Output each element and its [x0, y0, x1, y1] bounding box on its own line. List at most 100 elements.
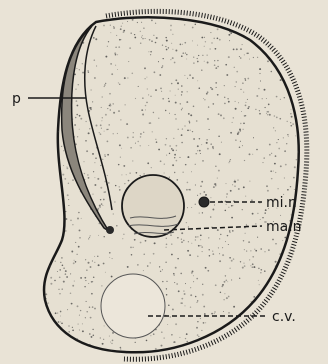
stipple-dot: [123, 234, 124, 235]
stipple-dot: [258, 88, 260, 90]
stipple-dot: [166, 288, 167, 289]
stipple-dot: [45, 69, 46, 70]
stipple-dot: [195, 184, 196, 185]
stipple-dot: [234, 181, 236, 183]
stipple-dot: [239, 278, 240, 279]
stipple-dot: [264, 89, 266, 91]
stipple-dot: [243, 129, 244, 130]
stipple-dot: [266, 98, 267, 99]
stipple-dot: [91, 281, 92, 282]
stipple-dot: [228, 296, 230, 298]
stipple-dot: [287, 12, 288, 13]
stipple-dot: [291, 272, 292, 273]
stipple-dot: [189, 254, 191, 256]
stipple-dot: [60, 316, 61, 317]
stipple-dot: [233, 49, 235, 51]
stipple-dot: [287, 345, 288, 346]
stipple-dot: [174, 157, 175, 158]
stipple-dot: [65, 230, 66, 231]
stipple-dot: [61, 146, 62, 147]
stipple-dot: [186, 333, 188, 335]
stipple-dot: [173, 138, 174, 139]
stipple-dot: [225, 241, 226, 242]
stipple-dot: [140, 175, 141, 176]
stipple-dot: [245, 79, 246, 80]
stipple-dot: [119, 144, 121, 146]
stipple-dot: [127, 21, 128, 22]
stipple-dot: [198, 55, 199, 56]
stipple-dot: [180, 103, 181, 104]
stipple-dot: [68, 29, 70, 31]
stipple-dot: [224, 281, 226, 283]
stipple-dot: [101, 128, 102, 129]
stipple-dot: [171, 43, 172, 44]
stipple-dot: [45, 240, 47, 242]
stipple-dot: [60, 207, 61, 208]
stipple-dot: [176, 160, 178, 162]
stipple-dot: [110, 342, 111, 343]
stipple-dot: [142, 97, 143, 98]
stipple-dot: [276, 117, 278, 119]
stipple-dot: [172, 34, 173, 35]
stipple-dot: [65, 211, 66, 212]
stipple-dot: [253, 296, 255, 298]
stipple-dot: [52, 207, 53, 208]
stipple-dot: [40, 210, 42, 212]
stipple-dot: [160, 88, 162, 90]
stipple-dot: [197, 145, 199, 147]
stipple-dot: [293, 36, 294, 37]
stipple-dot: [197, 256, 199, 258]
stipple-dot: [187, 78, 188, 79]
stipple-dot: [240, 57, 242, 59]
stipple-dot: [62, 25, 64, 27]
stipple-dot: [85, 351, 86, 352]
stipple-dot: [204, 313, 206, 315]
stipple-dot: [60, 262, 61, 263]
stipple-dot: [77, 254, 78, 255]
stipple-dot: [158, 61, 159, 62]
stipple-dot: [79, 23, 80, 24]
stipple-dot: [41, 132, 43, 134]
stipple-dot: [217, 229, 219, 231]
stipple-dot: [226, 74, 228, 76]
stipple-dot: [78, 84, 79, 85]
stipple-dot: [284, 336, 286, 338]
stipple-dot: [102, 343, 104, 345]
stipple-dot: [58, 131, 59, 132]
stipple-dot: [89, 128, 90, 129]
stipple-dot: [285, 347, 286, 348]
stipple-dot: [250, 33, 251, 34]
stipple-dot: [71, 303, 73, 305]
stipple-dot: [280, 99, 281, 100]
stipple-dot: [88, 72, 89, 73]
stipple-dot: [190, 294, 192, 296]
stipple-dot: [89, 107, 90, 108]
stipple-dot: [250, 250, 251, 251]
stipple-dot: [294, 166, 296, 168]
stipple-dot: [200, 153, 201, 154]
stipple-dot: [47, 232, 49, 234]
stipple-dot: [57, 31, 58, 32]
stipple-dot: [64, 44, 66, 46]
stipple-dot: [54, 280, 55, 281]
stipple-dot: [269, 316, 271, 318]
stipple-dot: [187, 182, 189, 184]
stipple-dot: [177, 258, 179, 260]
stipple-dot: [130, 147, 132, 149]
stipple-dot: [41, 185, 42, 186]
stipple-dot: [92, 193, 93, 194]
stipple-dot: [182, 44, 183, 45]
stipple-dot: [206, 142, 208, 144]
stipple-dot: [181, 241, 183, 243]
stipple-dot: [290, 186, 291, 187]
stipple-dot: [193, 275, 194, 276]
stipple-dot: [288, 249, 289, 250]
stipple-dot: [41, 212, 42, 213]
stipple-dot: [63, 165, 64, 166]
stipple-dot: [240, 89, 241, 90]
stipple-dot: [110, 63, 112, 65]
stipple-dot: [143, 132, 144, 133]
stipple-dot: [280, 165, 282, 167]
stipple-dot: [225, 64, 227, 66]
stipple-dot: [49, 78, 51, 80]
